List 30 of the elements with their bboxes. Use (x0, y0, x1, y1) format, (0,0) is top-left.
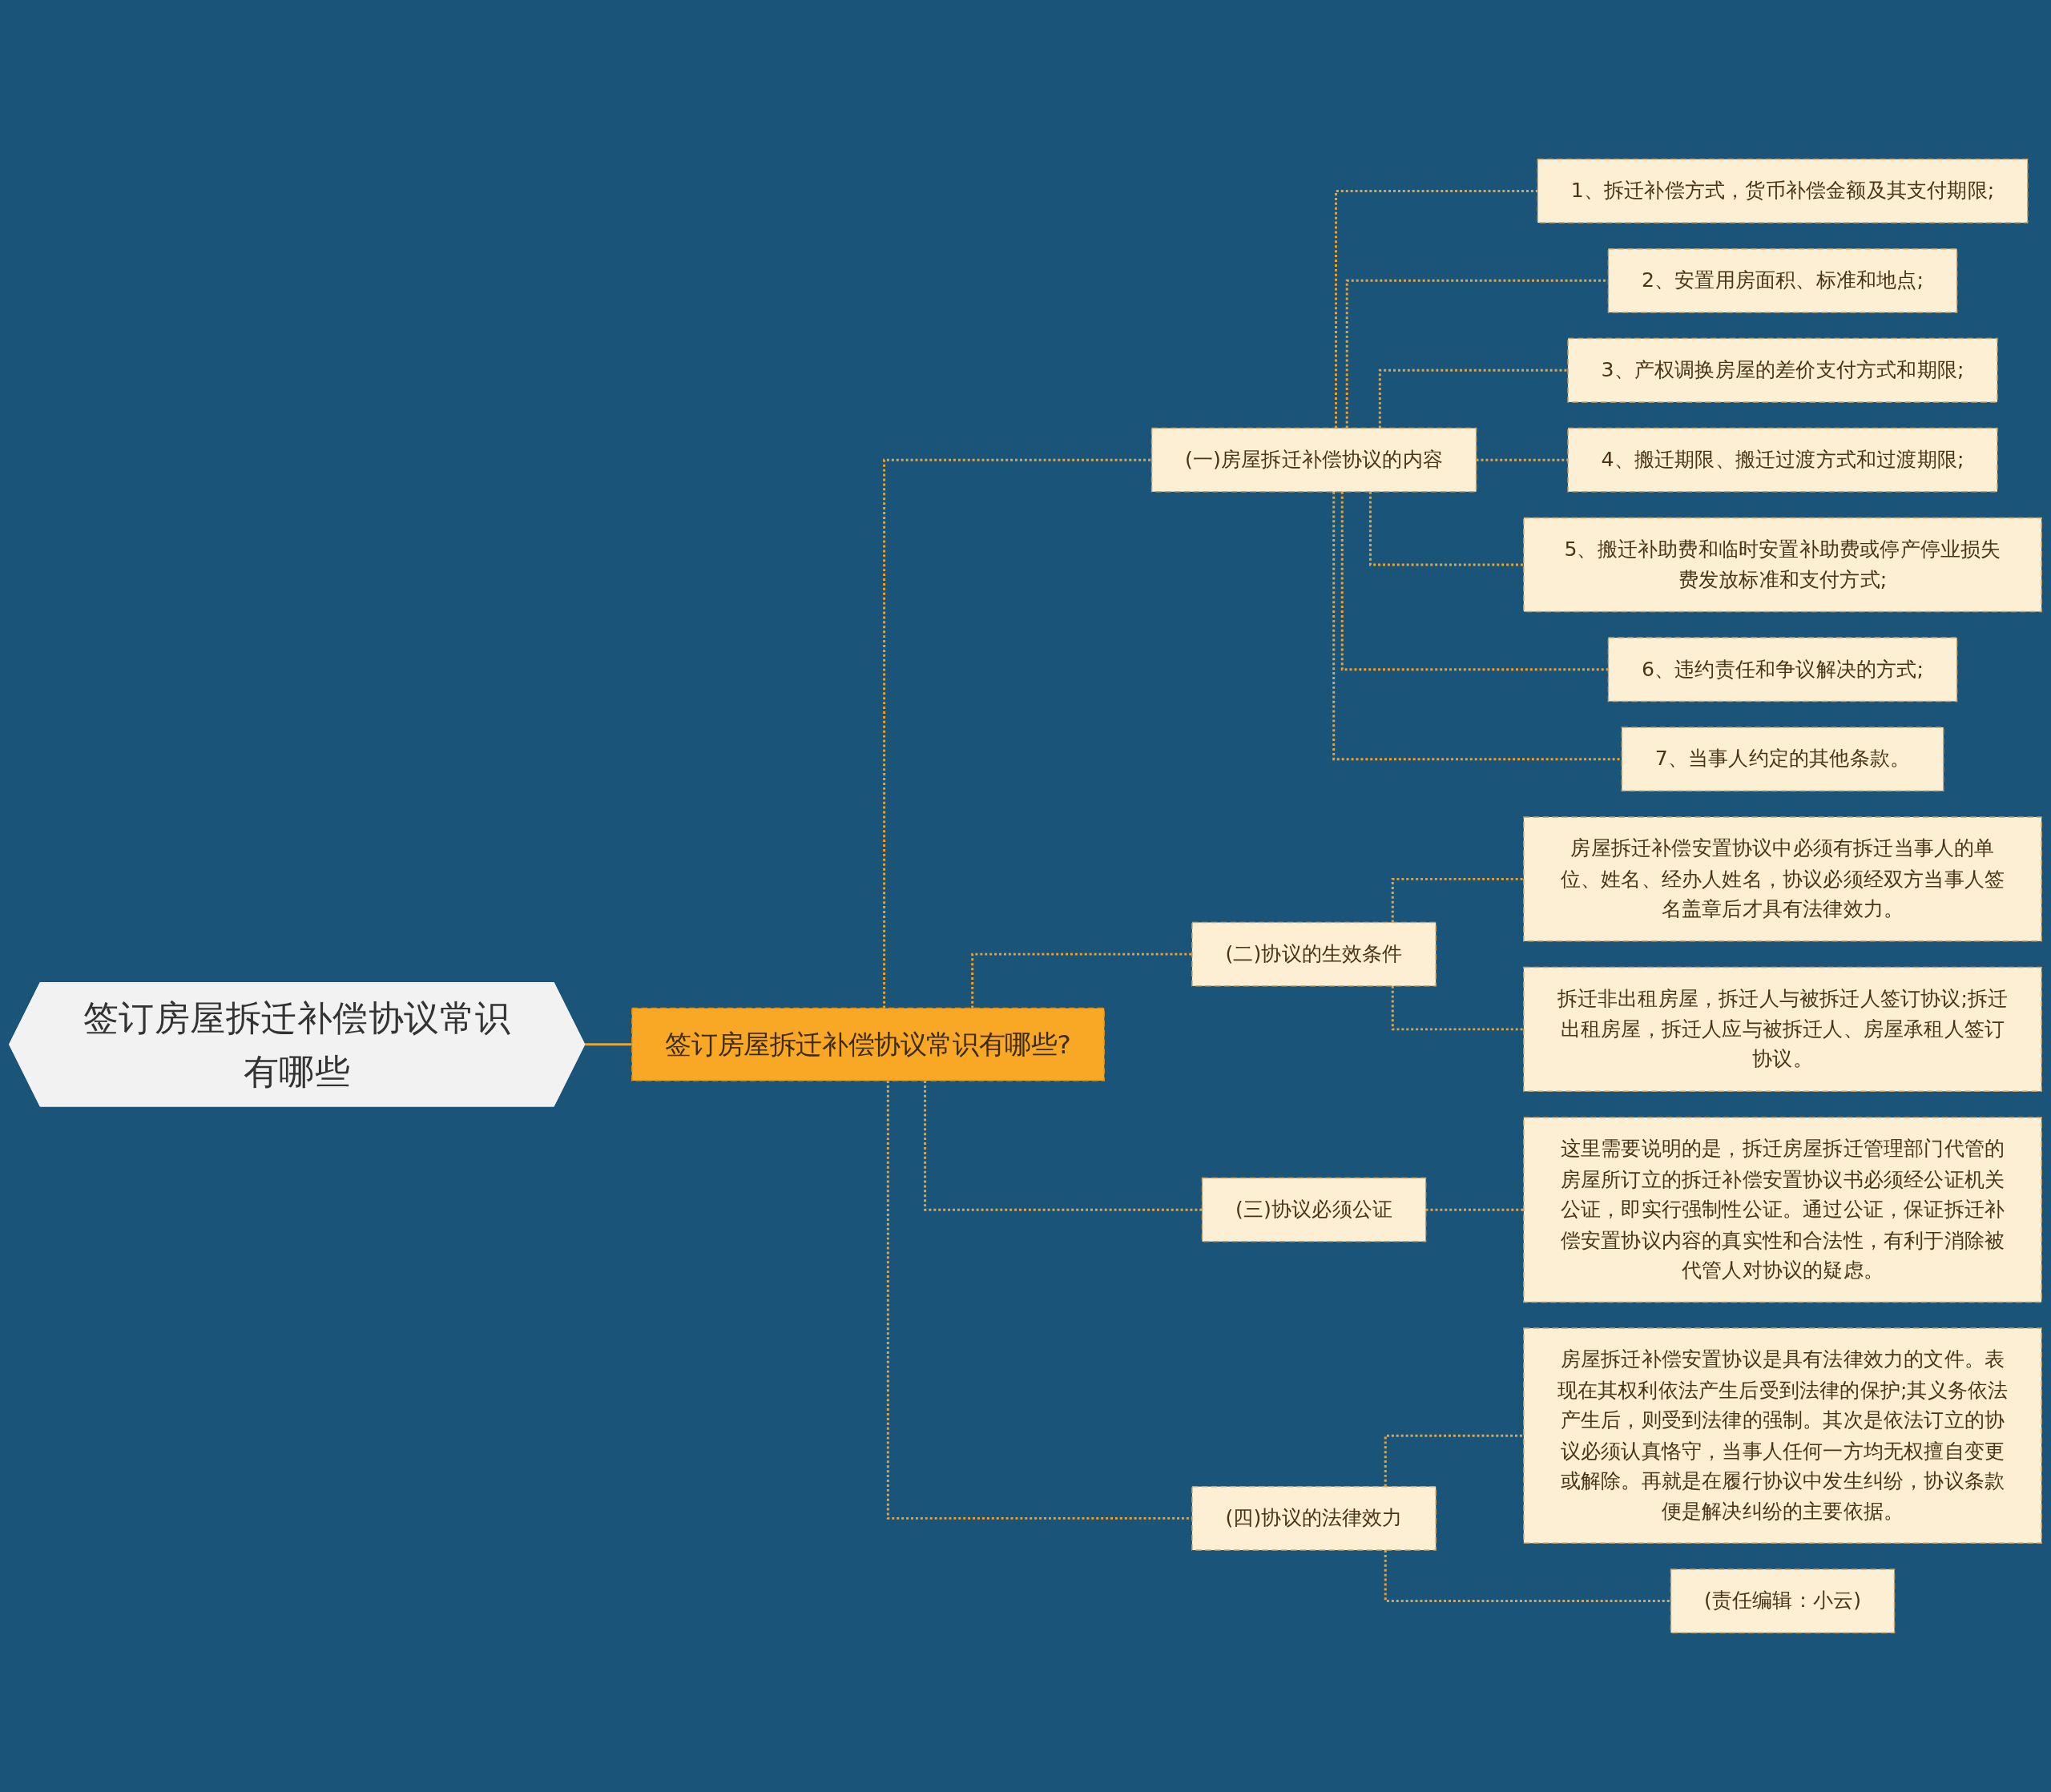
node-box: 6、违约责任和争议解决的方式; (1607, 637, 1958, 703)
connector (1384, 1550, 1671, 1603)
node-box: 这里需要说明的是，拆迁房屋拆迁管理部门代管的房屋所订立的拆迁补偿安置协议书必须经公证机关公证，即实行强制性公证。通过公证，保证拆迁补偿安置协议内容的真实性和合法性，有利于消除被代管人对协议的疑虑。 (1523, 1117, 2042, 1303)
connector (1391, 877, 1524, 923)
connector (971, 952, 1192, 1009)
node-box: 拆迁非出租房屋，拆迁人与被拆迁人签订协议;拆迁出租房屋，拆迁人应与被拆迁人、房屋承租人签订协议。 (1523, 966, 2042, 1093)
connector (1340, 491, 1609, 671)
connector (924, 1081, 1203, 1211)
node-box: (二)协议的生效条件 (1191, 921, 1437, 987)
node-box: (三)协议必须公证 (1201, 1177, 1427, 1242)
connector (1368, 491, 1524, 566)
connector (1335, 189, 1538, 429)
node-box: 3、产权调换房屋的差价支付方式和期限; (1567, 337, 1998, 403)
node-box: 房屋拆迁补偿安置协议是具有法律效力的文件。表现在其权利依法产生后受到法律的保护;其义务依法产生后，则受到法律的强制。其次是依法订立的协议必须认真恪守，当事人任何一方均无权擅自变更或解除。再就是在履行协议中发生纠纷，协议条款便是解决纠纷的主要依据。 (1523, 1327, 2042, 1544)
node-box: 4、搬迁期限、搬迁过渡方式和过渡期限; (1567, 427, 1998, 493)
node-box: 7、当事人约定的其他条款。 (1621, 727, 1944, 792)
node-box: 房屋拆迁补偿安置协议中必须有拆迁当事人的单位、姓名、经办人姓名，协议必须经双方当事人签名盖章后才具有法律效力。 (1523, 816, 2042, 942)
node-box: (四)协议的法律效力 (1191, 1486, 1437, 1551)
connector (1332, 491, 1622, 761)
node-box: (一)房屋拆迁补偿协议的内容 (1150, 427, 1477, 493)
node-box: (责任编辑：小云) (1670, 1569, 1896, 1633)
connector (1384, 1434, 1524, 1487)
connector (1391, 985, 1524, 1031)
connector (1378, 368, 1569, 429)
connector (583, 1043, 632, 1046)
connector (883, 458, 1152, 1009)
node-box: 2、安置用房面积、标准和地点; (1607, 248, 1958, 313)
node-box: 5、搬迁补助费和临时安置补助费或停产停业损失费发放标准和支付方式; (1523, 517, 2042, 613)
node-box: 1、拆迁补偿方式，货币补偿金额及其支付期限; (1537, 159, 2029, 223)
node-box: 签订房屋拆迁补偿协议常识有哪些? (631, 1007, 1105, 1081)
